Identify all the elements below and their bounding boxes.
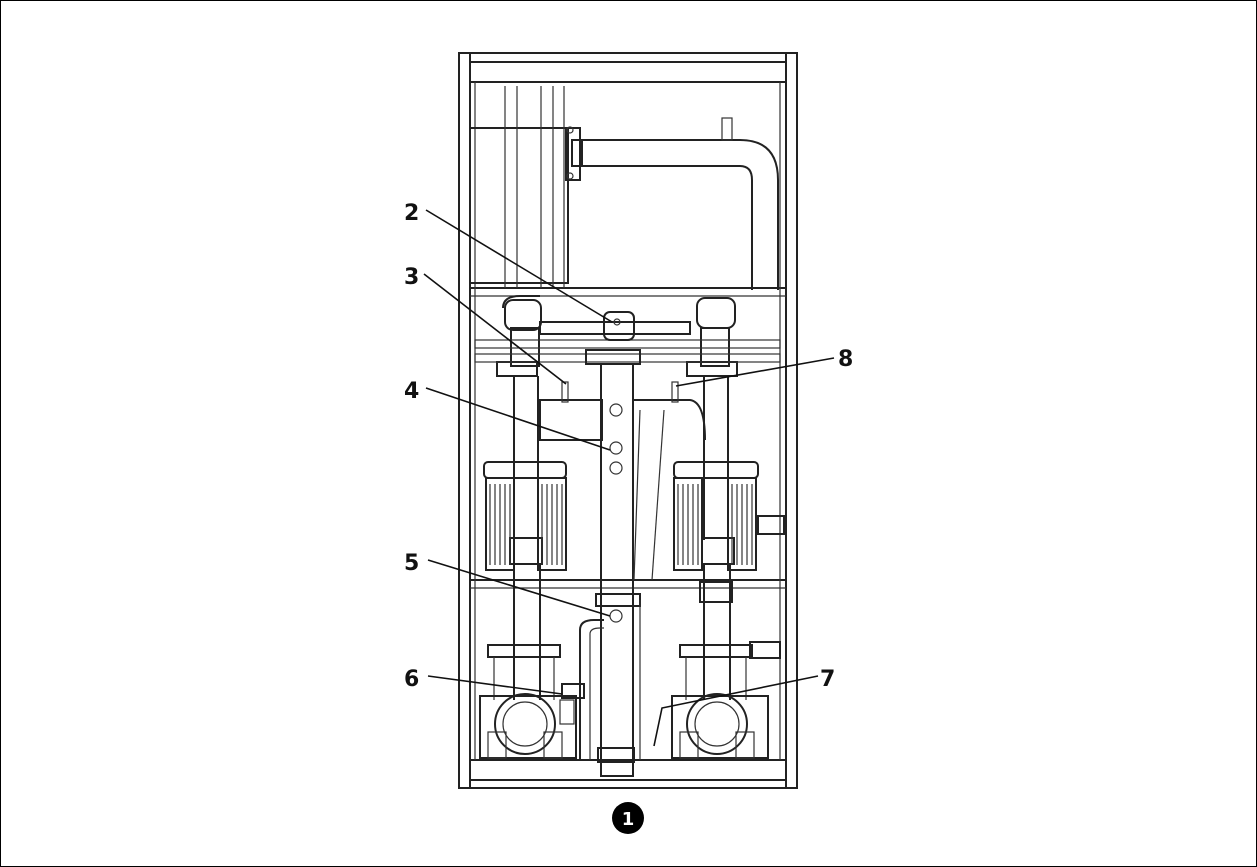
left-pump-housing [479,644,585,759]
leader-7 [653,675,819,747]
callout-3: 3 [404,265,419,290]
leader-lines [423,209,835,747]
leader-4 [425,387,611,451]
central-column [539,311,706,777]
callout-7: 7 [820,667,835,692]
callout-6: 6 [404,667,419,692]
leader-2 [425,209,613,323]
leader-3 [423,273,567,385]
left-motor [483,461,567,571]
leader-5 [427,559,611,617]
figure-marker: 1 [612,802,644,834]
right-motor [673,461,785,571]
callout-4: 4 [404,379,419,404]
return-pipe [579,600,641,763]
upper-tank [469,86,583,288]
callout-2: 2 [404,201,419,226]
leader-8 [675,357,835,387]
top-pipe [582,117,779,290]
right-pump-housing [671,581,781,759]
right-pipe [686,297,738,700]
callout-5: 5 [404,551,419,576]
callout-8: 8 [838,347,853,372]
figure-marker-number: 1 [622,809,635,830]
outer-frame [458,52,798,789]
left-pipe [496,295,543,700]
leader-6 [427,675,563,695]
